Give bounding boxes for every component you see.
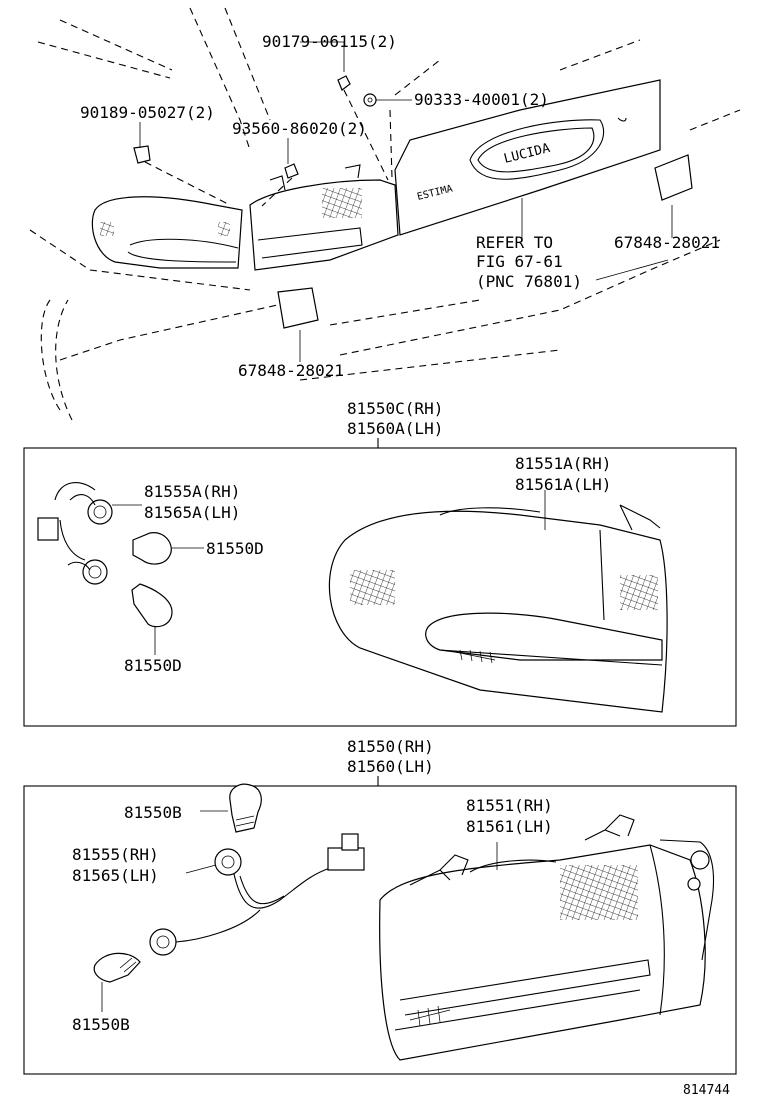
section-a-socket-harness: [37, 482, 142, 585]
section-a-socket-lh: 81565A(LH): [144, 503, 240, 522]
refer-line-1: REFER TO: [476, 233, 553, 252]
section-b-bulb-bottom: 81550B: [72, 1015, 130, 1034]
section-b-inner-lamp: [379, 814, 715, 1061]
section-a-bulb-1: 81550D: [206, 539, 264, 558]
callout-clip: 90189-05027(2): [80, 103, 215, 122]
refer-line-2: FIG 67-61: [476, 252, 563, 271]
clip-icon: [133, 145, 229, 205]
screw-icon: [337, 75, 389, 181]
section-b-socket-harness: [149, 833, 365, 956]
figure-id: 814744: [683, 1083, 730, 1098]
washer-icon: [363, 93, 393, 179]
bulb-icon: [131, 583, 173, 655]
callout-reflector-left: 67848-28021: [238, 361, 344, 380]
section-b-heading-lh: 81560(LH): [347, 757, 434, 776]
callout-bolt: 93560-86020(2): [232, 119, 367, 138]
section-b-bulb-top: 81550B: [124, 803, 182, 822]
section-b-lens-rh: 81551(RH): [466, 796, 553, 815]
section-b-socket-rh: 81555(RH): [72, 845, 159, 864]
refer-line-3: (PNC 76801): [476, 272, 582, 291]
bulb-icon: [200, 783, 262, 833]
callout-reflector-right: 67848-28021: [614, 233, 720, 252]
section-b-socket-lh: 81565(LH): [72, 866, 159, 885]
section-b-box: [23, 785, 737, 1075]
bulb-icon: [132, 532, 204, 565]
section-a-outer-lamp: [328, 490, 668, 713]
callout-screw: 90179-06115(2): [262, 32, 397, 51]
bulb-icon: [93, 952, 141, 1012]
section-a-heading-lh: 81560A(LH): [347, 419, 443, 438]
section-a-lens-lh: 81561A(LH): [515, 475, 611, 494]
section-a-box: [23, 447, 737, 727]
section-a-lens-rh: 81551A(RH): [515, 454, 611, 473]
section-a-heading-rh: 81550C(RH): [347, 399, 443, 418]
section-a-socket-rh: 81555A(RH): [144, 482, 240, 501]
section-a-bulb-2: 81550D: [124, 656, 182, 675]
vehicle-rear-view: LUCIDA ESTIMA: [29, 7, 741, 421]
bolt-icon: [261, 163, 299, 207]
callout-washer: 90333-40001(2): [414, 90, 549, 109]
section-b-heading-rh: 81550(RH): [347, 737, 434, 756]
section-b-lens-lh: 81561(LH): [466, 817, 553, 836]
